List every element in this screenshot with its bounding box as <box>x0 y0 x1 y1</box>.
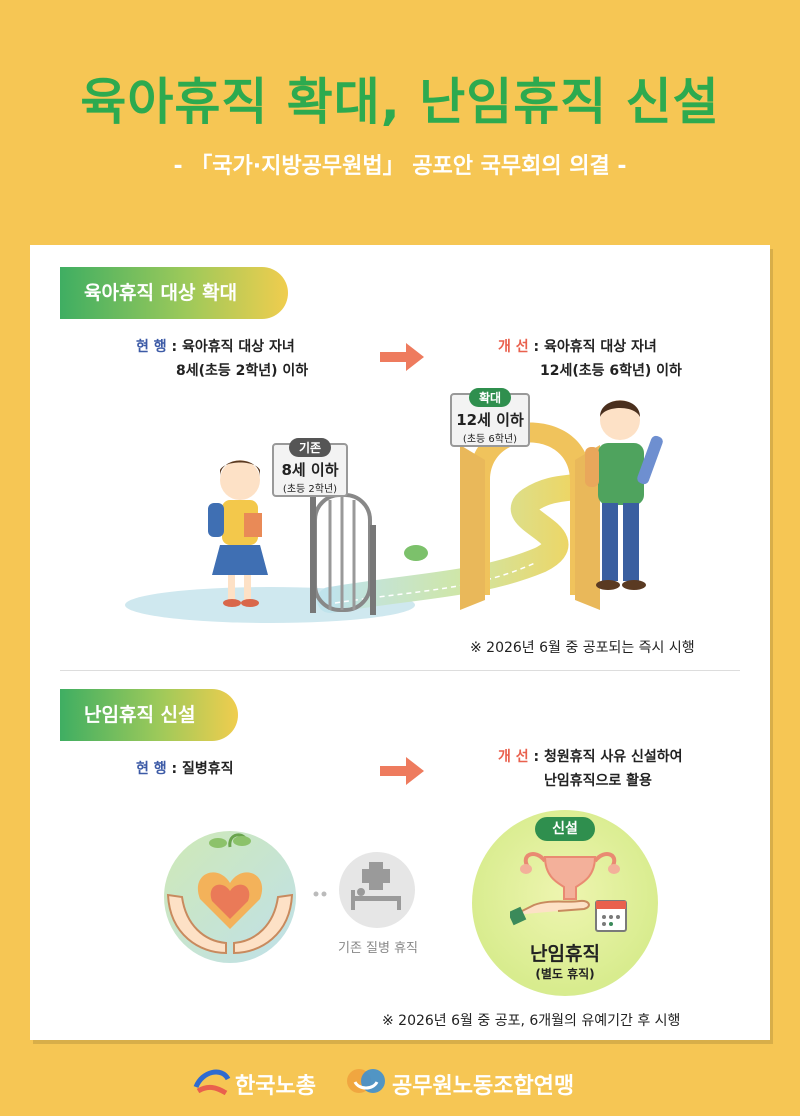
page-subtitle: - 「국가·지방공무원법」 공포안 국무회의 의결 - <box>173 154 627 179</box>
section2-improve-line1: : 청원휴직 사유 신설하여 <box>533 749 683 765</box>
sign-existing-tag: 기존 <box>288 438 332 457</box>
new-leave-main: 난임휴직 <box>530 943 600 965</box>
sign-expanded: 확대 12세 이하 (초등 6학년) <box>450 388 530 447</box>
section2-current-label: 현 행 <box>136 761 167 777</box>
section2-improve: 개 선 : 청원휴직 사유 신설하여 <box>498 745 683 769</box>
section1-current-label: 현 행 <box>136 339 167 355</box>
sign-existing-sub: (초등 2학년) <box>282 484 338 495</box>
section2-current-line1: : 질병휴직 <box>171 761 234 777</box>
footer-org2: 공무원노동조합연맹 <box>392 1074 575 1099</box>
existing-sick-leave-caption: 기존 질병 휴직 <box>337 941 419 956</box>
section1-improve-line2: 12세(초등 6학년) 이하 <box>540 363 682 379</box>
hospital-bed-icon <box>339 852 415 928</box>
section1-current: 현 행 : 육아휴직 대상 자녀 <box>136 335 295 359</box>
dots-icon <box>313 891 327 897</box>
page-title: 육아휴직 확대, 난임휴직 신설 <box>80 73 720 131</box>
section2-pill: 난임휴직 신설 <box>60 689 238 741</box>
uterus-hand-calendar-icon <box>510 852 627 932</box>
section1-improve-line1: : 육아휴직 대상 자녀 <box>533 339 657 355</box>
section2-current: 현 행 : 질병휴직 <box>136 757 234 781</box>
section1-arrow-icon <box>380 343 424 371</box>
section1-note: ※ 2026년 6월 중 공포되는 즉시 시행 <box>470 640 695 656</box>
section-divider <box>60 670 740 671</box>
section1-illustration <box>125 400 663 623</box>
new-leave-sub: (별도 휴직) <box>535 967 595 981</box>
union-federation-logo-icon <box>347 1069 385 1093</box>
sign-expanded-tag: 확대 <box>468 388 512 407</box>
section1-current-line2: 8세(초등 2학년) 이하 <box>176 363 309 379</box>
fktu-logo-icon <box>193 1069 231 1096</box>
section1-pill: 육아휴직 대상 확대 <box>60 267 288 319</box>
section1-improve: 개 선 : 육아휴직 대상 자녀 <box>498 335 657 359</box>
section2-improve-label: 개 선 <box>498 749 529 765</box>
sign-expanded-main: 12세 이하 <box>456 411 524 429</box>
sign-existing: 기존 8세 이하 (초등 2학년) <box>272 438 348 497</box>
sign-expanded-sub: (초등 6학년) <box>462 434 518 445</box>
section2-improve-line2: 난임휴직으로 활용 <box>544 773 652 789</box>
section1-current-line1: : 육아휴직 대상 자녀 <box>171 339 295 355</box>
section2-arrow-icon <box>380 757 424 785</box>
content-card: 육아휴직 대상 확대 현 행 : 육아휴직 대상 자녀 8세(초등 2학년) 이… <box>30 245 770 1040</box>
sign-existing-main: 8세 이하 <box>281 461 339 479</box>
section1-improve-label: 개 선 <box>498 339 529 355</box>
new-tag: 신설 <box>535 817 595 841</box>
footer-org1: 한국노총 <box>235 1074 316 1099</box>
heart-hands-icon <box>164 831 296 963</box>
section2-note: ※ 2026년 6월 중 공포, 6개월의 유예기간 후 시행 <box>382 1013 681 1029</box>
